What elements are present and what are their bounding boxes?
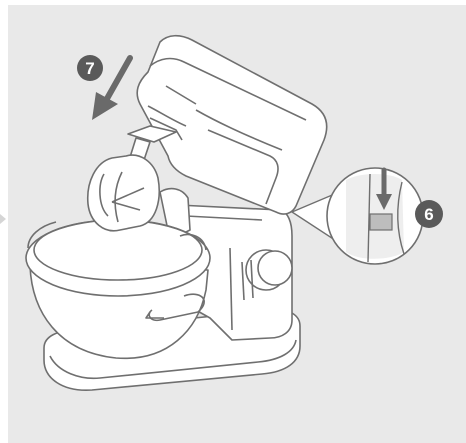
step-6-badge: 6 — [415, 200, 443, 228]
step-6-number: 6 — [424, 205, 433, 224]
step-7-number: 7 — [85, 59, 94, 78]
detail-callout — [292, 168, 423, 264]
lock-lever — [370, 214, 392, 230]
step-7-badge: 7 — [77, 55, 103, 81]
edge-marker — [0, 214, 6, 224]
mixer-head — [137, 36, 327, 214]
